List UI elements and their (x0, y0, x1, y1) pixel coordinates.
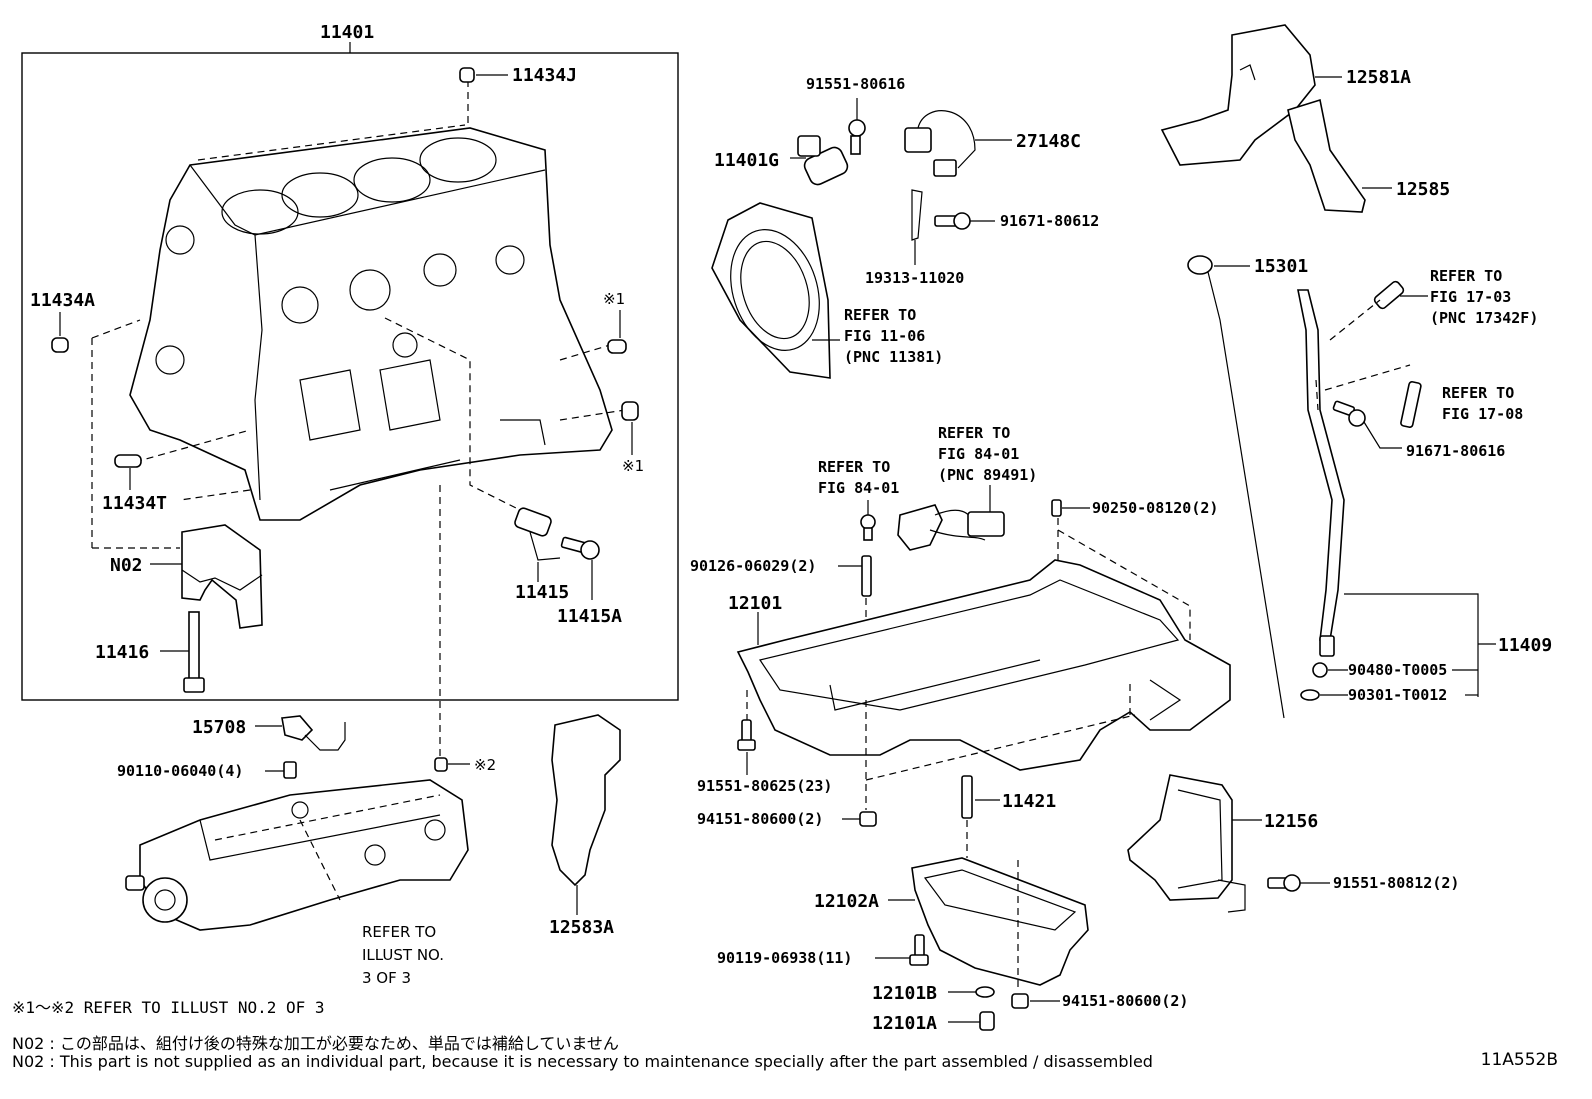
rear-seal-retainer (711, 202, 831, 379)
note-N02-english: N02 : This part is not supplied as an in… (12, 1052, 1153, 1071)
label-refer-1106-2: FIG 11-06 (844, 327, 925, 345)
label-refer-1708-1: REFER TO (1442, 384, 1514, 402)
label-15708: 15708 (192, 717, 246, 738)
dipstick-guide (1297, 289, 1345, 657)
label-12156: 12156 (1264, 811, 1318, 832)
label-11409: 11409 (1498, 635, 1552, 656)
label-94151-80600-b: 94151-80600(2) (1062, 992, 1188, 1010)
bearing-cap (181, 524, 263, 629)
wire-harness-bracket (897, 504, 1005, 551)
label-11415: 11415 (515, 582, 569, 603)
label-91551-80625: 91551-80625(23) (697, 777, 832, 795)
label-11415A: 11415A (557, 606, 622, 627)
oil-pan-lower (911, 857, 1089, 986)
label-12581A: 12581A (1346, 67, 1411, 88)
label-11434A: 11434A (30, 290, 95, 311)
cap-bolt (183, 611, 205, 693)
oil-level-sensor (281, 715, 346, 751)
cover-bolt (1267, 874, 1301, 892)
label-kome1-top: ※1 (603, 290, 625, 308)
crank-position-sensor (797, 135, 849, 186)
label-refer-1106-3: (PNC 11381) (844, 348, 943, 366)
insulator-upper (1160, 24, 1316, 166)
note-symbol-reference: ※1～※2 REFER TO ILLUST NO.2 OF 3 (12, 998, 325, 1017)
cylinder-block (129, 127, 613, 521)
label-91671-80616: 91671-80616 (1406, 442, 1505, 460)
label-90126-06029: 90126-06029(2) (690, 557, 816, 575)
label-12101B: 12101B (872, 983, 937, 1004)
label-90250-08120: 90250-08120(2) (1092, 499, 1218, 517)
balancer-assembly (125, 779, 469, 931)
label-refer-1106-1: REFER TO (844, 306, 916, 324)
wire-connector (904, 110, 976, 177)
label-11434J: 11434J (512, 65, 577, 86)
label-refer-1703-2: FIG 17-03 (1430, 288, 1511, 306)
label-refer-8401b-2: FIG 84-01 (938, 445, 1019, 463)
label-94151-80600-a: 94151-80600(2) (697, 810, 823, 828)
label-11401: 11401 (320, 22, 374, 43)
label-91671-80612: 91671-80612 (1000, 212, 1099, 230)
label-refer-8401a-2: FIG 84-01 (818, 479, 899, 497)
harness-bolt (860, 514, 876, 541)
label-90119-06938: 90119-06938(11) (717, 949, 852, 967)
label-27148C: 27148C (1016, 131, 1081, 152)
label-refer-8401a-1: REFER TO (818, 458, 890, 476)
label-90480-T0005: 90480-T0005 (1348, 661, 1447, 679)
label-91551-80616: 91551-80616 (806, 75, 905, 93)
label-N02: N02 (110, 555, 143, 576)
oil-jet-bolt (560, 536, 600, 560)
label-15301: 15301 (1254, 256, 1308, 277)
label-refer-1708-2: FIG 17-08 (1442, 405, 1523, 423)
oil-pan-upper (736, 559, 1231, 771)
oil-pan-cover (1127, 774, 1246, 913)
label-refer-1703-1: REFER TO (1430, 267, 1502, 285)
label-11421: 11421 (1002, 791, 1056, 812)
label-kome1-mid: ※1 (622, 457, 644, 475)
label-11401G: 11401G (714, 150, 779, 171)
bracket-bolt (934, 212, 971, 230)
sensor-bolt (848, 119, 866, 155)
label-90301-T0012: 90301-T0012 (1348, 686, 1447, 704)
oil-jet (514, 507, 561, 561)
label-kome2: ※2 (474, 756, 496, 774)
note-N02-japanese: N02 : この部品は、組付け後の特殊な加工が必要なため、単品では補給していませ… (12, 1034, 619, 1053)
label-12585: 12585 (1396, 179, 1450, 200)
figure-code: 11A552B (1480, 1050, 1558, 1070)
oil-dipstick (1187, 255, 1285, 719)
label-11434T: 11434T (102, 493, 167, 514)
label-90110-06040: 90110-06040(4) (117, 762, 243, 780)
label-12101: 12101 (728, 593, 782, 614)
guide-bolt (1332, 400, 1366, 427)
label-12101A: 12101A (872, 1013, 937, 1034)
label-12583A: 12583A (549, 917, 614, 938)
label-refer-illust-1: REFER TO (362, 923, 436, 941)
label-91551-80812: 91551-80812(2) (1333, 874, 1459, 892)
label-refer-1703-3: (PNC 17342F) (1430, 309, 1538, 327)
label-12102A: 12102A (814, 891, 879, 912)
insulator-12583A (551, 714, 621, 887)
label-refer-illust-2: ILLUST NO. (362, 946, 444, 964)
insulator-lower (1287, 98, 1366, 213)
label-refer-8401b-3: (PNC 89491) (938, 466, 1037, 484)
label-11416: 11416 (95, 642, 149, 663)
label-refer-illust-3: 3 OF 3 (362, 969, 411, 987)
label-refer-8401b-1: REFER TO (938, 424, 1010, 442)
label-19313-11020: 19313-11020 (865, 269, 964, 287)
